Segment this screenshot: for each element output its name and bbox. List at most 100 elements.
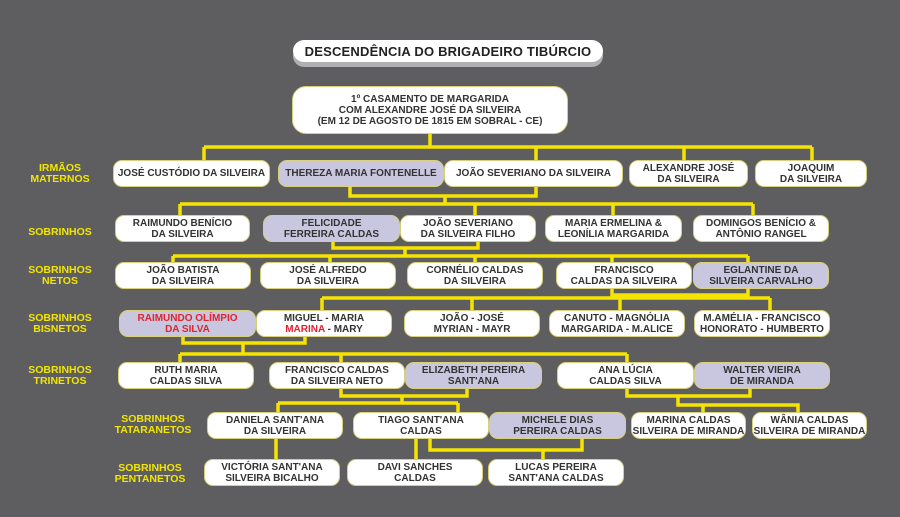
person-name-line: TIAGO SANT'ANA (378, 414, 464, 426)
connector-line (274, 438, 584, 459)
person-name-line: JOÃO - JOSÉ (440, 312, 504, 324)
person-node-maria-ermelina: MARIA ERMELINA &LEONÍLIA MARGARIDA (545, 215, 682, 242)
person-name-line: DA SILVEIRA (443, 275, 507, 287)
generation-label-line: TRINETOS (33, 375, 87, 387)
diagram-title: DESCENDÊNCIA DO BRIGADEIRO TIBÚRCIO (293, 40, 603, 62)
person-name-line: THEREZA MARIA FONTENELLE (285, 168, 437, 179)
person-name-line: ALEXANDRE JOSÉ (642, 162, 735, 174)
generation-label-line: SOBRINHOS (28, 226, 92, 238)
person-name-line: DE MIRANDA (730, 375, 794, 387)
connector-line (276, 389, 469, 412)
generation-label-line: BISNETOS (33, 323, 87, 335)
generation-label-line: MATERNOS (30, 173, 90, 185)
person-name-line: JOAQUIM (787, 162, 835, 174)
person-name-line: WALTER VIEIRA (723, 364, 801, 376)
person-name-line: CALDAS SILVA (149, 375, 223, 387)
person-name-line: CALDAS (394, 472, 436, 484)
person-name-line: RAIMUNDO OLÍMPIO (137, 312, 238, 324)
person-name-line: JOSÉ ALFREDO (289, 264, 367, 276)
person-name-line: ANTÔNIO RANGEL (715, 228, 807, 240)
person-name-line: MICHELE DIAS (521, 414, 594, 426)
person-name-line: JOÃO SEVERIANO (422, 217, 514, 229)
person-name-line: VICTÓRIA SANT'ANA (221, 461, 323, 473)
person-name-line: SANT'ANA (447, 375, 500, 387)
person-name-line: RUTH MARIA (154, 364, 218, 376)
person-name-line: LEONÍLIA MARGARIDA (557, 228, 670, 240)
person-name-line: DAVI SANCHES (377, 461, 453, 473)
person-name-line: DA SILVEIRA (243, 425, 307, 437)
person-name-line: FRANCISCO CALDAS (285, 364, 389, 376)
person-name-line: DA SILVEIRA (151, 228, 214, 240)
person-node-domingos-benicio: DOMINGOS BENÍCIO &ANTÔNIO RANGEL (693, 215, 829, 242)
person-node-joao-severiano: JOÃO SEVERIANO DA SILVEIRA (444, 160, 623, 187)
person-node-thereza: THEREZA MARIA FONTENELLE (278, 160, 444, 187)
generation-label-line: IRMÃOS (39, 162, 81, 174)
person-name-line: MARINA (285, 323, 325, 335)
person-name-line: MARIA ERMELINA & (564, 217, 663, 229)
generation-label-line: TATARANETOS (114, 424, 192, 436)
person-name-line: FRANCISCO (594, 264, 654, 276)
person-name-line: DA SILVEIRA (657, 173, 720, 185)
person-name-line: SILVEIRA BICALHO (225, 472, 319, 484)
connector-line (178, 336, 629, 362)
person-name-line: FERREIRA CALDAS (283, 228, 380, 240)
root-line: COM ALEXANDRE JOSÉ DA SILVEIRA (338, 104, 522, 116)
person-name-line: M.AMÉLIA - FRANCISCO (703, 312, 821, 324)
person-name-line: JOÃO BATISTA (146, 264, 220, 276)
person-name-line: CALDAS SILVA (589, 375, 662, 387)
generation-label-line: SOBRINHOS (28, 312, 92, 324)
person-name-line: ANA LÚCIA (598, 364, 653, 376)
generation-label-line: SOBRINHOS (118, 462, 182, 474)
generation-label-line: NETOS (42, 275, 78, 287)
connector-line (625, 389, 800, 412)
person-name-line: DA SILVA (165, 323, 210, 335)
person-name-line: FELICIDADE (301, 217, 362, 229)
person-name-line: MYRIAN - MAYR (433, 323, 511, 335)
generation-label-line: SOBRINHOS (121, 413, 185, 425)
person-name-line: SILVEIRA CARVALHO (709, 275, 813, 287)
person-name-line: CORNÉLIO CALDAS (426, 264, 524, 276)
person-name-line: MARINA CALDAS (646, 414, 731, 426)
generation-label-line: PENTANETOS (114, 473, 186, 485)
person-name-line: SANT'ANA CALDAS (508, 472, 604, 484)
root-line: (EM 12 DE AGOSTO DE 1815 EM SOBRAL - CE) (317, 115, 543, 127)
person-name-line: SILVEIRA DE MIRANDA (632, 425, 745, 437)
person-node-jose-custodio: JOSÉ CUSTÓDIO DA SILVEIRA (113, 160, 270, 187)
person-name-line: CALDAS DA SILVEIRA (570, 275, 678, 287)
person-name-line: DA SILVEIRA (151, 275, 215, 287)
person-name-line: MIGUEL - MARIA (283, 312, 365, 324)
person-name-line: RAIMUNDO BENÍCIO (132, 217, 233, 229)
person-name-line: DA SILVEIRA FILHO (420, 228, 516, 240)
person-name-line: LUCAS PEREIRA (515, 461, 597, 473)
person-name-line: MARGARIDA - M.ALICE (561, 323, 673, 335)
root-node: 1º CASAMENTO DE MARGARIDA COM ALEXANDRE … (292, 86, 568, 134)
